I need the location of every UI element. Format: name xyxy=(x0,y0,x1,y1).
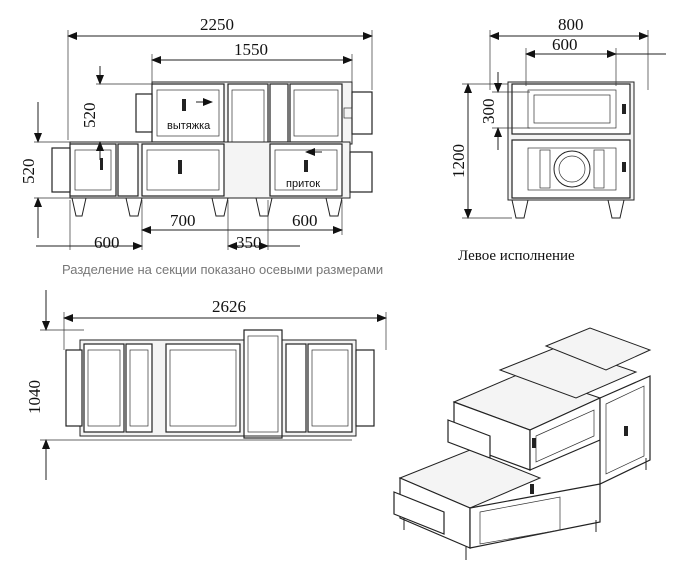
dim-height-total: 1200 xyxy=(449,144,468,178)
dim-seg-mid: 700 xyxy=(170,211,196,230)
upper-right-duct xyxy=(351,91,373,135)
leg xyxy=(607,199,625,219)
dim-width-outer: 800 xyxy=(558,15,584,34)
upper-fan-section xyxy=(289,83,343,143)
lower-heater-section xyxy=(141,143,225,197)
isometric-view xyxy=(393,327,652,560)
dim-top-width: 1040 xyxy=(25,380,44,414)
leg xyxy=(125,197,143,217)
lower-filter-section xyxy=(117,143,139,197)
leg xyxy=(71,197,87,217)
iso-upper-duct xyxy=(447,419,491,459)
dim-upper-height: 520 xyxy=(80,103,99,129)
exhaust-label: вытяжка xyxy=(167,120,211,132)
lower-left-duct xyxy=(51,147,71,193)
dim-width-inner: 600 xyxy=(552,35,578,54)
dim-top-length: 2626 xyxy=(212,297,246,316)
supply-handle xyxy=(304,160,308,172)
leg xyxy=(211,197,229,217)
leg xyxy=(255,197,273,217)
side-lower-section xyxy=(511,139,631,199)
top-section-1 xyxy=(83,343,125,433)
upper-left-duct xyxy=(135,93,153,133)
front-view: вытяжка приток 2250 1550 xyxy=(19,15,373,252)
section-note: Разделение на секции показано осевыми ра… xyxy=(62,262,384,277)
dim-seg-left: 600 xyxy=(94,233,120,252)
upper-exhaust-section xyxy=(151,83,225,143)
iso-lower-duct xyxy=(393,491,445,535)
dim-height-top: 300 xyxy=(479,99,498,125)
dim-seg-right: 600 xyxy=(292,211,318,230)
lower-right-duct xyxy=(349,151,373,193)
iso-lower-side xyxy=(469,483,601,549)
exhaust-handle xyxy=(182,99,186,111)
side-upper-section xyxy=(511,83,631,135)
top-section-5 xyxy=(285,343,307,433)
top-section-3 xyxy=(165,343,241,433)
top-view: 2626 1040 xyxy=(25,290,387,480)
side-view: 800 600 1200 300 xyxy=(449,15,666,219)
dim-lower-height: 520 xyxy=(19,159,38,185)
dim-upper-length: 1550 xyxy=(234,40,268,59)
lower-inlet-section xyxy=(69,143,117,197)
variant-label: Левое исполнение xyxy=(458,248,575,264)
top-central-section xyxy=(243,329,283,439)
upper-filter-section xyxy=(269,83,289,143)
supply-label: приток xyxy=(286,178,320,190)
dim-seg-small: 350 xyxy=(236,233,262,252)
fan-wheel xyxy=(553,150,591,188)
leg xyxy=(325,197,343,217)
top-left-duct xyxy=(65,349,83,427)
dim-total-length: 2250 xyxy=(200,15,234,34)
leg xyxy=(511,199,529,219)
top-right-duct xyxy=(355,349,375,427)
top-section-6 xyxy=(307,343,353,433)
